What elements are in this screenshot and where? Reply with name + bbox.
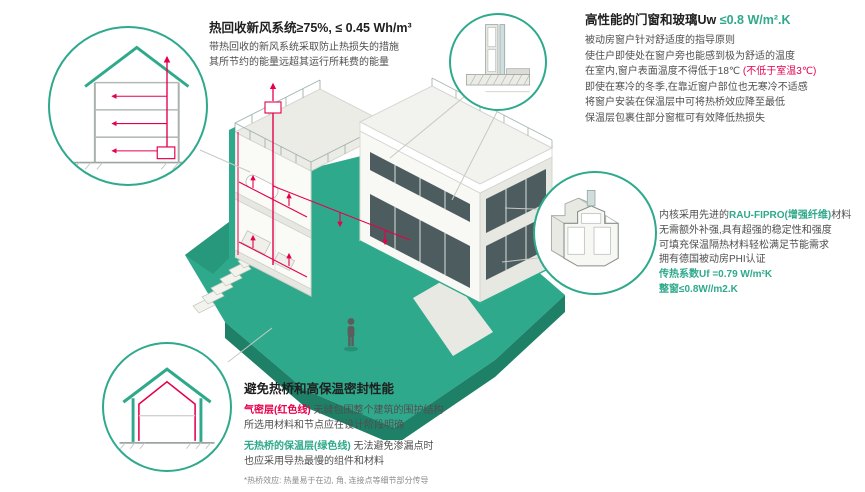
window-profile-callout [533,171,657,295]
airtight-text: 无缝包围整个建筑的围护结构 [310,405,444,416]
window-corner-callout [449,13,547,111]
ventilation-body: 带热回收的新风系统采取防止热损失的措施 其所节约的能量远超其运行所耗费的能量 [209,41,491,70]
airtight-line1: 气密层(红色线) 无缝包围整个建筑的围护结构 [244,403,544,418]
profile-line2: 无需额外补强,具有超强的稳定性和强度 [659,224,832,236]
ventilation-callout-text: 热回收新风系统≥75%, ≤ 0.45 Wh/m³ 带热回收的新风系统采取防止热… [209,20,491,70]
windows-body: 被动房窗户针对舒适度的指导原则 使住户即使处在窗户旁也能感到极为舒适的温度 在室… [585,33,863,126]
insulation-label: 无热桥的保温层(绿色线) [244,441,351,452]
airtight-label: 气密层(红色线) [244,405,311,416]
window-profile-icon [550,190,619,267]
right-wing [358,77,554,304]
windows-line3-pre: 在室内,窗户表面温度不得低于18℃ [585,66,743,77]
profile-line4: 拥有德国被动房PHI认证 [659,254,766,266]
profile-line1-post: 材料 [831,210,852,221]
windows-title: 高性能的门窗和玻璃Uw ≤0.8 W/m².K [585,12,863,28]
ventilation-line2: 其所节约的能量远超其运行所耗费的能量 [209,56,389,68]
profile-callout-text: 内核采用先进的RAU-FIPRO(增强纤维)材料 无需额外补强,具有超强的稳定性… [659,209,863,298]
windows-line6: 保温层包裹住部分窗框可有效降低热损失 [585,112,765,124]
windows-line5: 将窗户安装在保温层中可将热桥效应降至最低 [585,97,785,108]
house-cross-section-icon [73,45,190,170]
insulation-cut-edge [229,127,235,260]
ventilation-ducts [238,82,411,278]
ventilation-line1: 带热回收的新风系统采取防止热损失的措施 [209,42,399,53]
profile-line1: 内核采用先进的RAU-FIPRO(增强纤维)材料 [659,209,863,224]
profile-uw-value: 整窗≤0.8W//m2.K [659,283,738,295]
insulation-line1: 无热桥的保温层(绿色线) 无法避免渗漏点时 [244,439,544,454]
airtight-paragraph: 气密层(红色线) 无缝包围整个建筑的围护结构 所选用材料和节点应在设计阶段明确 [244,403,544,433]
base-insulation-line [359,240,553,304]
window-corner-detail-icon [465,24,531,93]
thermal-envelope-callout [102,342,232,472]
profile-line1-pre: 内核采用先进的 [659,210,729,221]
cross-section-callout [48,26,208,186]
person-figure [344,318,358,352]
airtight-line2: 所选用材料和节点应在设计阶段明确 [244,420,404,431]
walkway [413,276,493,356]
windows-title-value: ≤0.8 W/m².K [719,13,791,27]
thermal-title: 避免热桥和高保温密封性能 [244,382,395,396]
house-envelope-icon [119,367,215,449]
profile-material-name: RAU-FIPRO(增强纤维) [729,210,832,221]
windows-line2: 使住户即使处在窗户旁也能感到极为舒适的温度 [585,50,795,62]
profile-uf-value: 传热系数Uf =0.79 W/m²K [659,269,773,281]
insulation-text: 无法避免渗漏点时 [350,441,434,452]
insulation-line2: 也应采用导热最慢的组件和材料 [244,456,384,467]
insulation-paragraph: 无热桥的保温层(绿色线) 无法避免渗漏点时 也应采用导热最慢的组件和材料 [244,439,544,469]
main-house-illustration [155,60,585,445]
thermal-callout-text: 避免热桥和高保温密封性能 气密层(红色线) 无缝包围整个建筑的围护结构 所选用材… [244,381,544,486]
ventilation-title: 热回收新风系统≥75%, ≤ 0.45 Wh/m³ [209,21,412,35]
windows-line4: 即使在寒冷的冬季,在靠近窗户部位也无寒冷不适感 [585,81,808,93]
profile-line3: 可填充保温隔热材料轻松满足节能需求 [659,239,829,251]
windows-title-main: 高性能的门窗和玻璃Uw [585,13,720,27]
windows-line1: 被动房窗户针对舒适度的指导原则 [585,35,735,46]
windows-line3: 在室内,窗户表面温度不得低于18℃ (不低于室温3℃) [585,64,863,80]
windows-callout-text: 高性能的门窗和玻璃Uw ≤0.8 W/m².K 被动房窗户针对舒适度的指导原则 … [585,12,863,126]
isometric-house-svg [185,77,565,445]
thermal-footnote: *热桥效应: 热量易于在边, 角, 连接点等细节部分传导 [244,476,429,485]
windows-line3-warning: (不低于室温3℃) [742,66,817,77]
